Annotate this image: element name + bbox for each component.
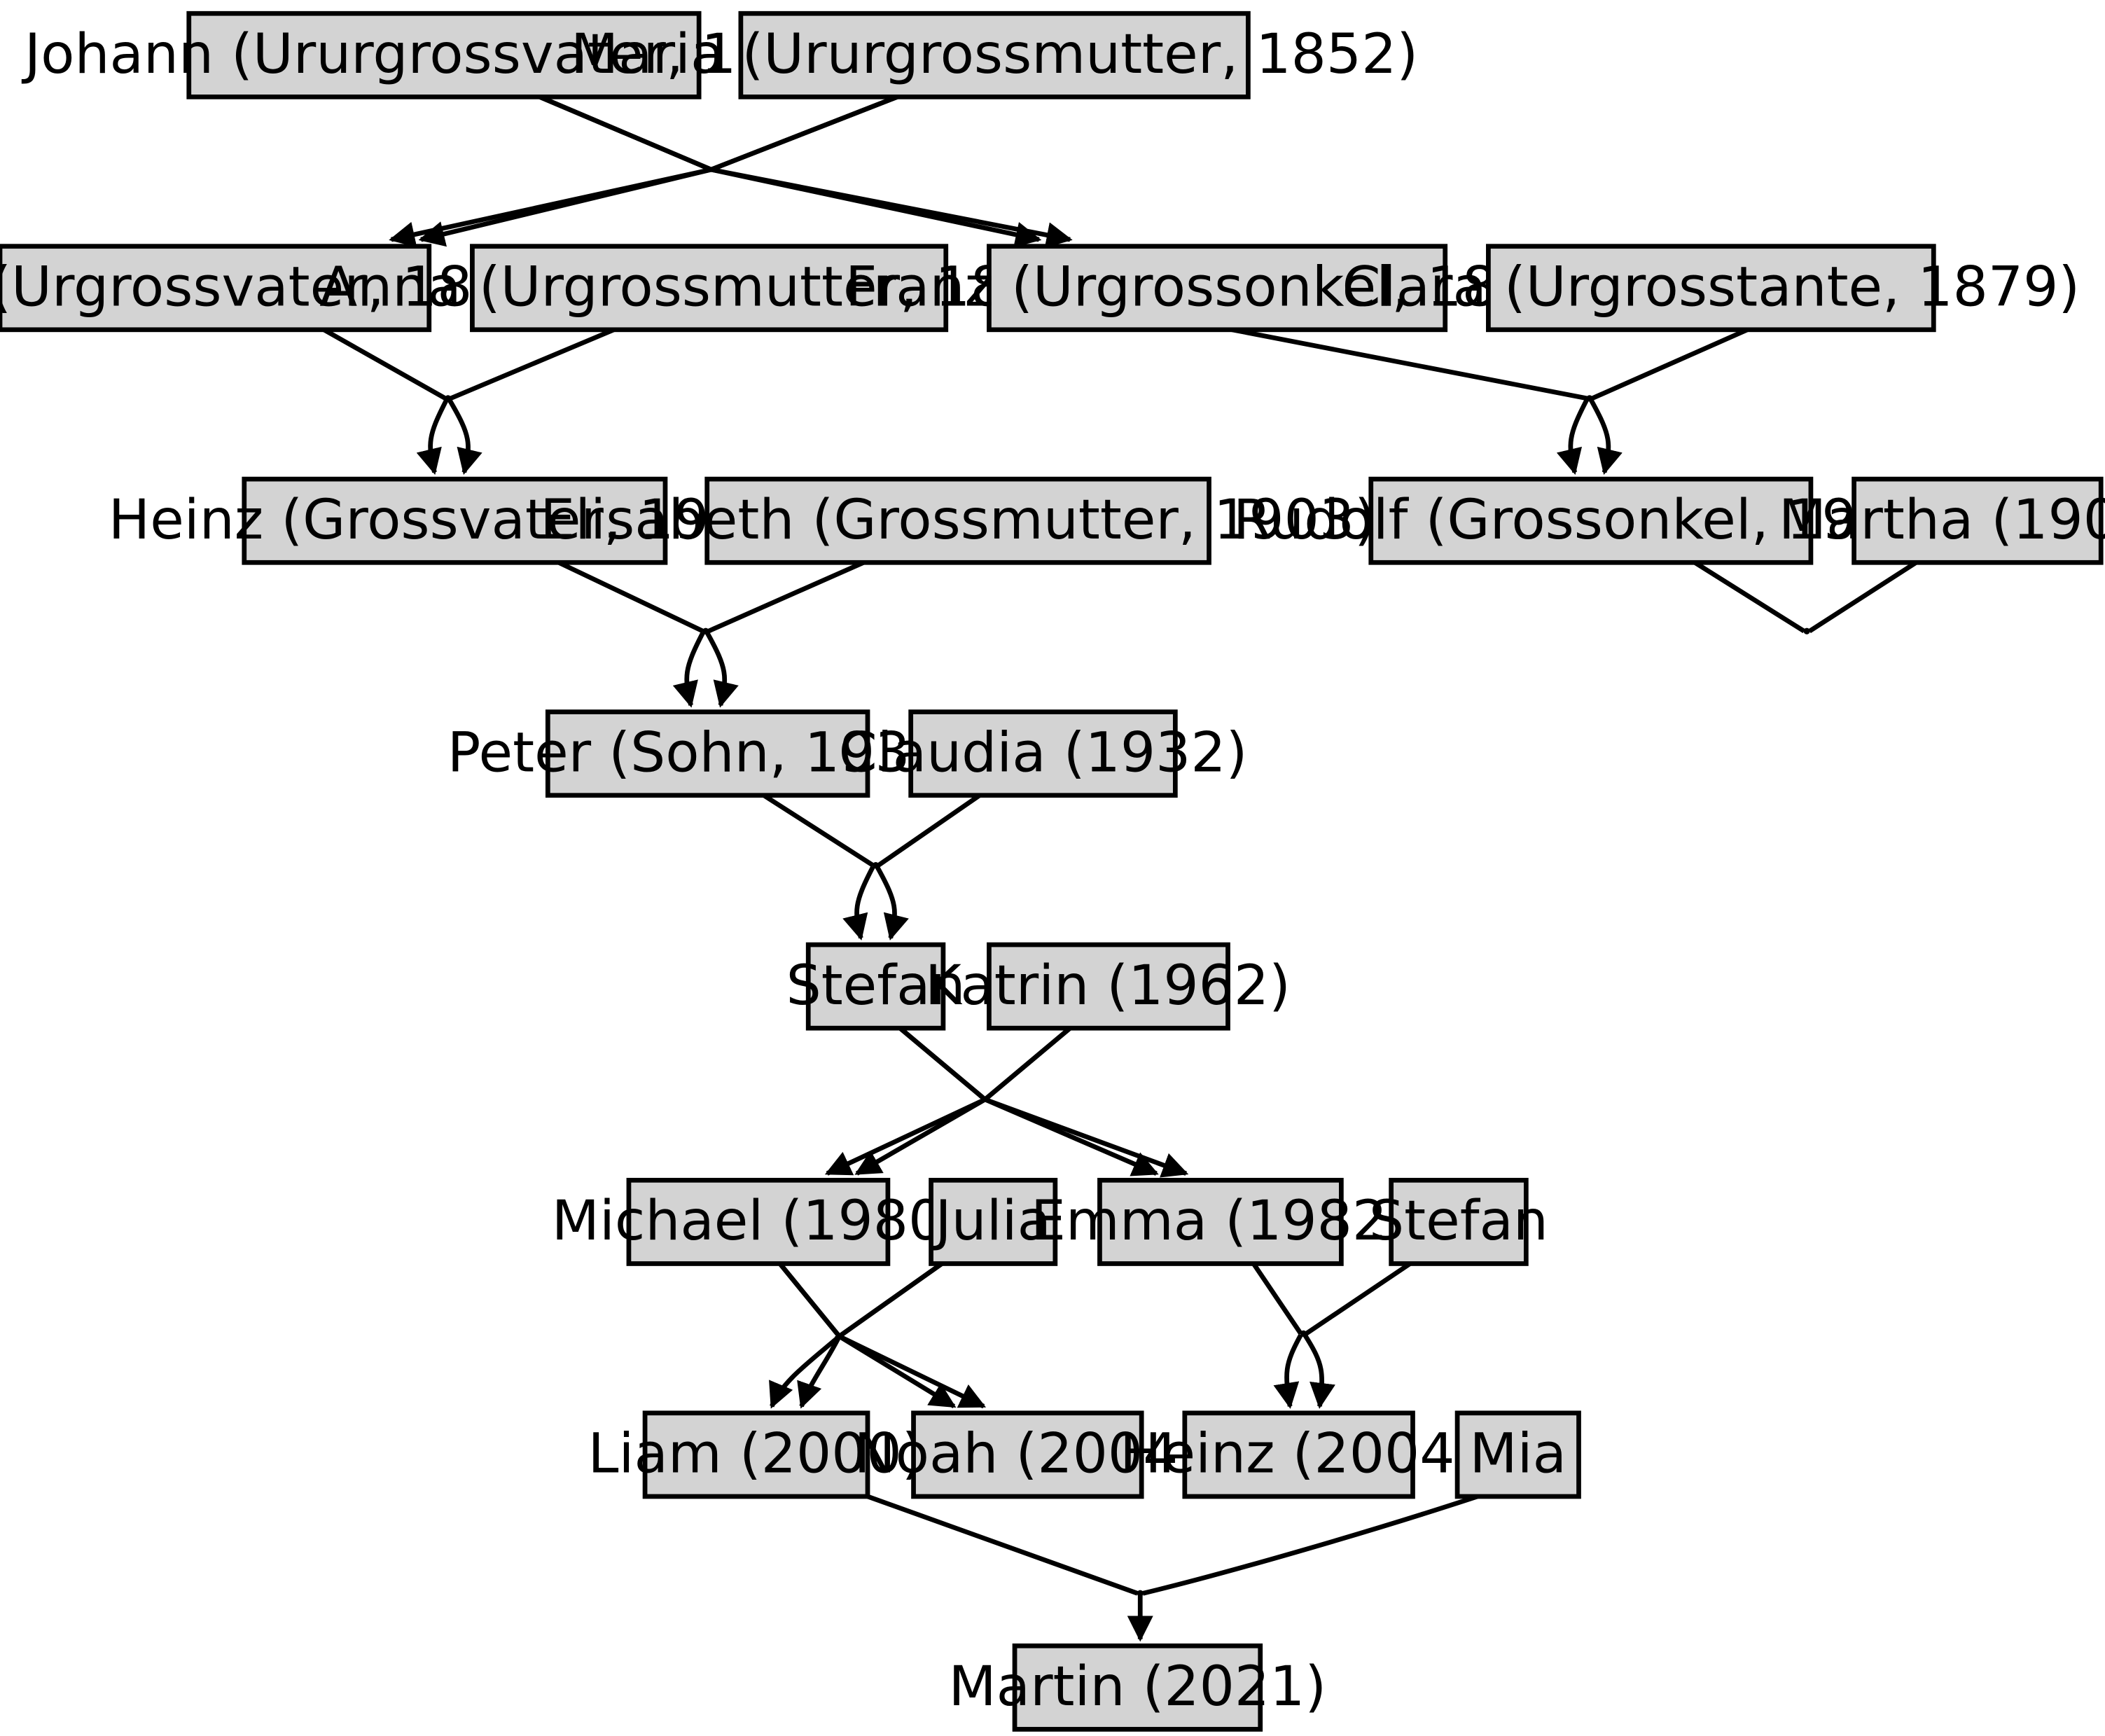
node-label-peter: Peter (Sohn, 1930) (447, 721, 967, 785)
edge-michael-liam (769, 1262, 843, 1409)
node-label-clara: Clara (Urgrosstante, 1879) (1342, 255, 2080, 319)
joint-rudolf (1586, 395, 1593, 402)
node-peter[interactable]: Peter (Sohn, 1930) (447, 709, 967, 798)
node-johann[interactable]: Johann (Ururgrossvater, 1850) (21, 11, 863, 99)
edge-maria-franz (702, 95, 1073, 248)
edge-joint-heinz-right (447, 398, 482, 475)
edge-joint-rudolf-right (1588, 398, 1623, 475)
node-label-heinz-2004: Heinz (2004) (1120, 1422, 1476, 1486)
edge-joint-stefan-right (875, 865, 909, 941)
node-label-michael: Michael (1980) (552, 1188, 965, 1253)
edge-stefan-emma (898, 1026, 1159, 1176)
node-heinz[interactable]: Heinz (Grossvater, 1900) (109, 476, 801, 565)
node-noah[interactable]: Noah (2004) (854, 1410, 1200, 1499)
edge-michael-noah (778, 1262, 957, 1409)
edge-katrin-michael (854, 1026, 1072, 1176)
edge-johann-karl (389, 95, 719, 247)
edge-julia-liam (797, 1261, 943, 1409)
node-heinz-2004[interactable]: Heinz (2004) (1120, 1410, 1476, 1499)
node-elisabeth[interactable]: Elisabeth (Grossmutter, 1903) (540, 476, 1376, 565)
node-maria[interactable]: Maria (Ururgrossmutter, 1852) (571, 11, 1418, 99)
edge-mia-martin (1142, 1494, 1479, 1596)
node-emma[interactable]: Emma (1982) (1031, 1177, 1409, 1266)
node-label-martha: Martha (1906) (1779, 487, 2105, 552)
node-label-emma: Emma (1982) (1031, 1188, 1409, 1253)
node-franz[interactable]: Franz (Urgrossonkel, 1877) (845, 244, 1589, 333)
node-label-mia: Mia (1470, 1422, 1566, 1486)
node-label-maria: Maria (Ururgrossmutter, 1852) (571, 22, 1418, 86)
node-label-katrin: Katrin (1962) (925, 953, 1291, 1018)
edge-franz-rudolf (1231, 327, 1588, 401)
edge-karl-heinz (322, 327, 447, 401)
joint-stefan (872, 862, 880, 869)
edge-heinz-peter (557, 560, 704, 634)
edge-layer (322, 95, 1918, 1642)
node-label-elisabeth: Elisabeth (Grossmutter, 1903) (540, 487, 1376, 552)
node-stefan-1962[interactable]: Stefan (786, 942, 966, 1031)
node-michael[interactable]: Michael (1980) (552, 1177, 965, 1266)
edge-joint-peter-right (704, 631, 739, 708)
edge-joint-heinz-left (416, 398, 449, 475)
node-label-franz: Franz (Urgrossonkel, 1877) (845, 255, 1589, 319)
node-label-liam: Liam (2000) (588, 1422, 924, 1486)
edge-stefan2-heinz2004 (1305, 1261, 1412, 1336)
node-katrin[interactable]: Katrin (1962) (925, 942, 1291, 1031)
edge-joint-stefan-left (842, 866, 875, 941)
joint-heinz (445, 395, 452, 402)
edge-joint-peter-left (672, 631, 705, 708)
edge-julia-noah (834, 1261, 987, 1409)
node-liam[interactable]: Liam (2000) (588, 1410, 924, 1499)
edge-claudia-stefan (877, 793, 981, 868)
node-stefan-partner[interactable]: Stefan (1369, 1177, 1548, 1266)
node-label-anna: Anna (Urgrossmutter, 1877) (319, 255, 1097, 319)
node-label-stefan-partner: Stefan (1369, 1188, 1548, 1253)
node-label-stefan-1962: Stefan (786, 953, 966, 1018)
edge-joint-heinz2004-left (1273, 1333, 1303, 1409)
edge-joint-heinz2004-right (1302, 1333, 1335, 1409)
edge-rudolf-deadend (1693, 560, 1806, 634)
joint-rudolf-martha-deadend (1803, 627, 1810, 634)
node-martha[interactable]: Martha (1906) (1779, 476, 2105, 565)
node-label-julia: Julia (931, 1188, 1051, 1253)
node-label-heinz: Heinz (Grossvater, 1900) (109, 487, 801, 552)
node-rudolf[interactable]: Rudolf (Grossonkel, 1904) (1233, 476, 1949, 565)
edge-katrin-emma (980, 1026, 1189, 1178)
node-label-johann: Johann (Ururgrossvater, 1850) (21, 22, 863, 86)
edge-liam-martin (866, 1494, 1139, 1596)
node-anna[interactable]: Anna (Urgrossmutter, 1877) (319, 244, 1097, 333)
edge-clara-rudolf (1591, 327, 1749, 401)
node-julia[interactable]: Julia (929, 1177, 1058, 1266)
node-label-noah: Noah (2004) (854, 1422, 1200, 1486)
edge-elisabeth-peter (707, 560, 865, 634)
edge-anna-heinz (450, 327, 616, 401)
node-clara[interactable]: Clara (Urgrosstante, 1879) (1342, 244, 2080, 333)
node-label-rudolf: Rudolf (Grossonkel, 1904) (1233, 487, 1949, 552)
node-label-claudia: Claudia (1932) (839, 721, 1248, 785)
joint-heinz2004 (1300, 1330, 1307, 1338)
node-martin[interactable]: Martin (2021) (949, 1643, 1327, 1732)
edge-martha-deadend (1808, 560, 1918, 634)
edge-joint-rudolf-left (1556, 398, 1590, 475)
joint-peter (702, 627, 709, 634)
node-claudia[interactable]: Claudia (1932) (839, 709, 1248, 798)
node-layer: Johann (Ururgrossvater, 1850) Maria (Uru… (0, 11, 2105, 1732)
edge-stefan-michael (824, 1026, 989, 1176)
node-label-martin: Martin (2021) (949, 1654, 1327, 1718)
joint-martin (1137, 1590, 1144, 1597)
edge-emma-heinz2004 (1251, 1262, 1303, 1335)
node-mia[interactable]: Mia (1454, 1410, 1581, 1499)
edge-peter-stefan (762, 793, 875, 868)
